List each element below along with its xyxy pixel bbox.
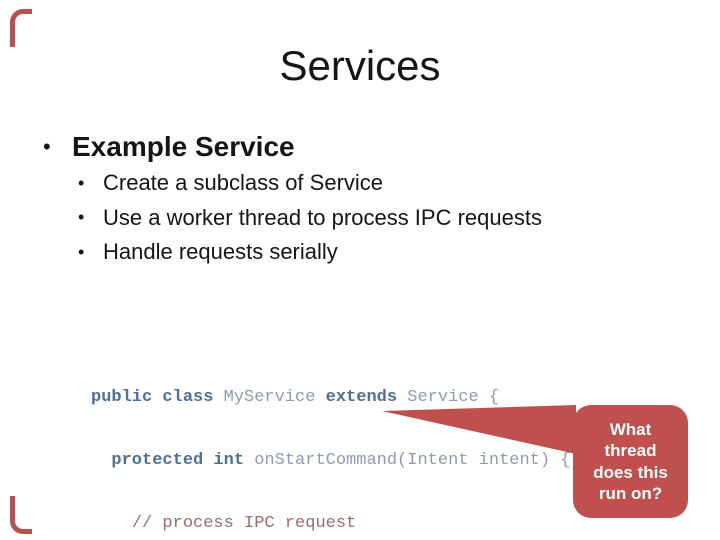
code-token: Service { — [397, 388, 500, 407]
bullet-icon: • — [78, 172, 85, 193]
code-line: protected int onStartCommand(Intent inte… — [91, 450, 570, 471]
callout-line: does this — [593, 462, 668, 482]
code-block: public class MyService extends Service {… — [91, 345, 570, 540]
code-token — [91, 451, 111, 470]
sub-bullet-text: Create a subclass of Service — [103, 170, 384, 196]
code-token: onStartCommand(Intent intent) { — [244, 451, 571, 470]
callout-line: thread — [604, 441, 657, 460]
code-token: public class — [91, 388, 214, 407]
callout-tail-pointer-icon — [382, 405, 576, 454]
code-token: protected int — [111, 451, 245, 470]
code-token: // process IPC request — [131, 514, 357, 533]
list-item: • Use a worker thread to process IPC req… — [78, 201, 542, 236]
sub-bullet-text: Use a worker thread to process IPC reque… — [103, 204, 542, 230]
corner-decoration-top-left-icon — [10, 9, 32, 47]
callout-box: What thread does this run on? — [573, 405, 688, 518]
bullet-icon: • — [43, 134, 51, 159]
code-token: extends — [325, 388, 398, 407]
code-line: public class MyService extends Service { — [91, 387, 570, 408]
corner-decoration-bottom-left-icon — [10, 496, 32, 534]
bullet-level1-row: • Example Service — [43, 128, 295, 166]
bullet-level1-text: Example Service — [72, 131, 295, 162]
bullet-icon: • — [78, 241, 85, 262]
list-item: • Handle requests serially — [78, 235, 542, 270]
slide-title: Services — [279, 42, 441, 89]
list-item: • Create a subclass of Service — [78, 166, 542, 201]
code-token — [91, 514, 132, 533]
sub-bullet-list: • Create a subclass of Service • Use a w… — [78, 166, 542, 270]
callout-line: run on? — [598, 484, 663, 503]
code-token: MyService — [213, 388, 326, 407]
bullet-icon: • — [78, 207, 85, 228]
code-line: // process IPC request — [91, 513, 570, 534]
callout-line: What — [609, 419, 652, 439]
sub-bullet-text: Handle requests serially — [103, 239, 338, 265]
